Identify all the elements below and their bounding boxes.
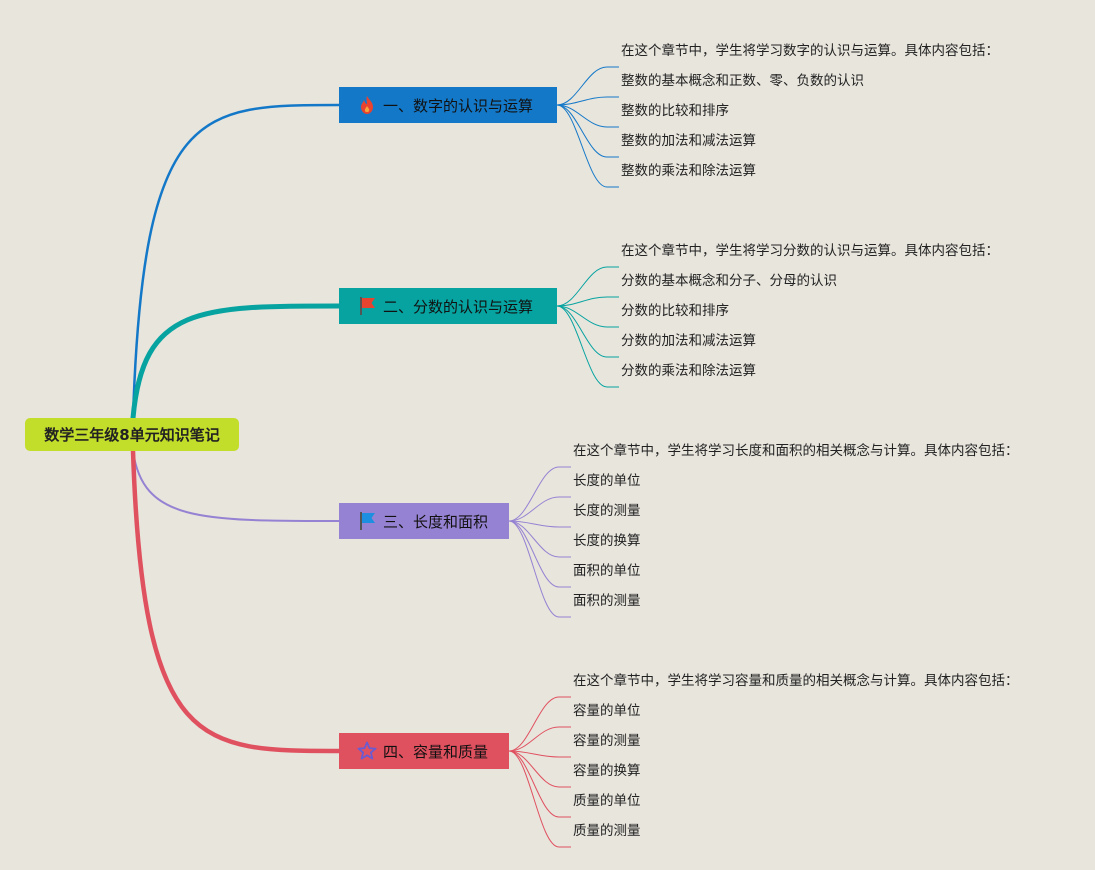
flag-icon	[357, 296, 377, 316]
leaf-topic[interactable]: 长度的测量	[573, 503, 641, 519]
leaf-connector	[556, 305, 619, 388]
leaf-topic[interactable]: 容量的换算	[573, 763, 641, 779]
leaf-topic[interactable]: 在这个章节中，学生将学习长度和面积的相关概念与计算。具体内容包括：	[573, 443, 1019, 459]
branch-topic[interactable]: 二、分数的认识与运算	[339, 288, 557, 324]
leaf-connector	[508, 750, 571, 818]
branch-topic[interactable]: 四、容量和质量	[339, 733, 509, 769]
leaf-connector	[556, 296, 619, 307]
leaf-topic[interactable]: 面积的测量	[573, 593, 641, 609]
leaf-topic[interactable]: 在这个章节中，学生将学习容量和质量的相关概念与计算。具体内容包括：	[573, 673, 1019, 689]
leaf-connector	[556, 104, 619, 188]
branch-topic-label: 二、分数的认识与运算	[383, 297, 534, 316]
leaf-topic[interactable]: 容量的测量	[573, 733, 641, 749]
leaf-topic[interactable]: 分数的基本概念和分子、分母的认识	[621, 273, 837, 289]
fire-icon	[357, 95, 377, 115]
leaf-connector	[508, 696, 571, 752]
leaf-connector	[556, 305, 619, 358]
leaf-topic[interactable]: 质量的测量	[573, 823, 641, 839]
leaf-topic[interactable]: 面积的单位	[573, 563, 641, 579]
leaf-connector	[508, 726, 571, 752]
leaf-topic[interactable]: 质量的单位	[573, 793, 641, 809]
leaf-connector	[508, 750, 571, 788]
leaf-topic[interactable]: 在这个章节中，学生将学习数字的认识与运算。具体内容包括：	[621, 43, 999, 59]
root-topic[interactable]: 数学三年级8单元知识笔记	[25, 418, 239, 451]
root-topic-label: 数学三年级8单元知识笔记	[44, 426, 220, 444]
leaf-connector	[556, 104, 619, 158]
leaf-topic[interactable]: 在这个章节中，学生将学习分数的认识与运算。具体内容包括：	[621, 243, 999, 259]
star-icon	[357, 741, 377, 761]
leaf-connector	[556, 104, 619, 128]
leaf-topic[interactable]: 整数的基本概念和正数、零、负数的认识	[621, 73, 864, 89]
branch-topic-label: 四、容量和质量	[383, 742, 489, 761]
leaf-topic[interactable]: 整数的乘法和除法运算	[621, 163, 756, 179]
leaf-topic[interactable]: 分数的乘法和除法运算	[621, 363, 756, 379]
leaf-connector	[556, 305, 619, 328]
leaf-topic[interactable]: 长度的单位	[573, 473, 641, 489]
branch-topic-label: 三、长度和面积	[383, 512, 489, 531]
leaf-topic[interactable]: 整数的比较和排序	[621, 103, 729, 119]
branch-connector	[132, 450, 340, 522]
leaf-connector	[508, 520, 571, 618]
branch-connector	[130, 303, 342, 421]
leaf-connector	[508, 750, 571, 848]
leaf-connector	[508, 520, 571, 528]
leaf-connector	[508, 466, 571, 522]
leaf-connector	[508, 496, 571, 522]
leaf-topic[interactable]: 整数的加法和减法运算	[621, 133, 756, 149]
leaf-topic[interactable]: 容量的单位	[573, 703, 641, 719]
leaf-connector	[508, 520, 571, 588]
leaf-topic[interactable]: 分数的比较和排序	[621, 303, 729, 319]
branch-topic[interactable]: 一、数字的认识与运算	[339, 87, 557, 123]
leaf-connector	[508, 520, 571, 558]
branch-connector	[130, 448, 342, 754]
leaf-topic[interactable]: 分数的加法和减法运算	[621, 333, 756, 349]
branch-topic-label: 一、数字的认识与运算	[383, 96, 534, 115]
branch-connector	[131, 103, 341, 420]
leaf-connector	[556, 266, 619, 307]
flag-icon	[357, 511, 377, 531]
leaf-connector	[556, 96, 619, 106]
leaf-connector	[508, 750, 571, 758]
branch-topic[interactable]: 三、长度和面积	[339, 503, 509, 539]
leaf-topic[interactable]: 长度的换算	[573, 533, 641, 549]
leaf-connector	[556, 66, 619, 106]
